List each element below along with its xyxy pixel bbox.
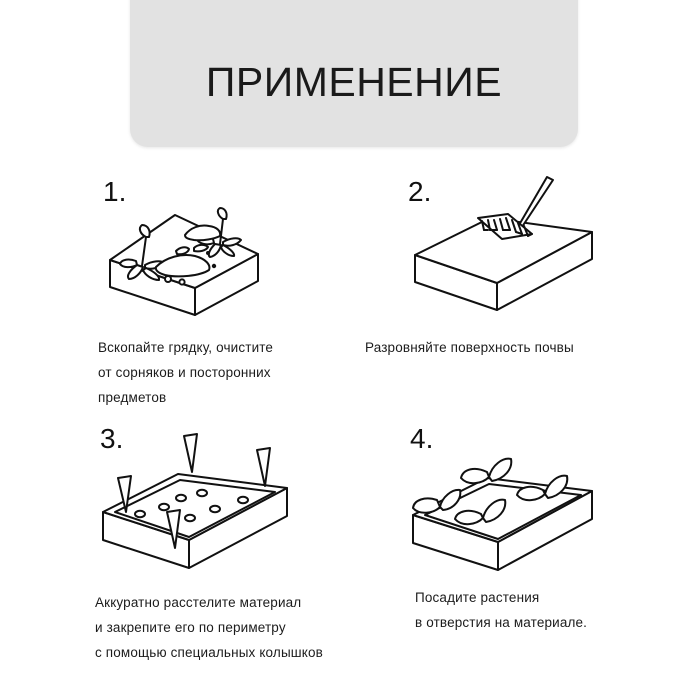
soil-clods [154, 224, 222, 286]
step-4: 4. [395, 420, 695, 670]
weed-clump-right [197, 207, 242, 258]
step-2-text: Разровняйте поверхность почвы [365, 340, 574, 355]
step-4-number: 4. [410, 423, 434, 454]
bed-block-2 [414, 217, 593, 311]
bed-block-4 [412, 477, 593, 571]
step-3: 3. [85, 420, 385, 670]
plant-front-center [454, 498, 507, 526]
step-1: 1. [90, 175, 390, 406]
weed-clump-left [119, 224, 165, 281]
page-title: ПРИМЕНЕНИЕ [205, 59, 503, 105]
step-4-illustration [412, 457, 593, 571]
step-1-illustration [109, 207, 259, 316]
step-3-illustration [102, 433, 288, 569]
step-1-number: 1. [103, 176, 127, 207]
step-2-number: 2. [408, 176, 432, 207]
rake [477, 176, 554, 240]
plant-front-left [412, 488, 462, 514]
step-2-illustration [414, 176, 593, 311]
step-4-text: Посадите растения в отверстия на материа… [415, 590, 588, 630]
step-3-text: Аккуратно расстелите материал и закрепит… [95, 595, 323, 660]
header-card: ПРИМЕНЕНИЕ [130, 0, 578, 147]
step-1-text: Вскопайте грядку, очистите от сорняков и… [98, 340, 274, 405]
fixing-pegs [117, 433, 271, 549]
step-2: 2. [365, 175, 690, 405]
bed-block-3 [102, 473, 288, 569]
material-holes [134, 488, 249, 523]
step-3-number: 3. [100, 423, 124, 454]
plant-right [516, 474, 569, 502]
plant-back-center [460, 457, 513, 485]
